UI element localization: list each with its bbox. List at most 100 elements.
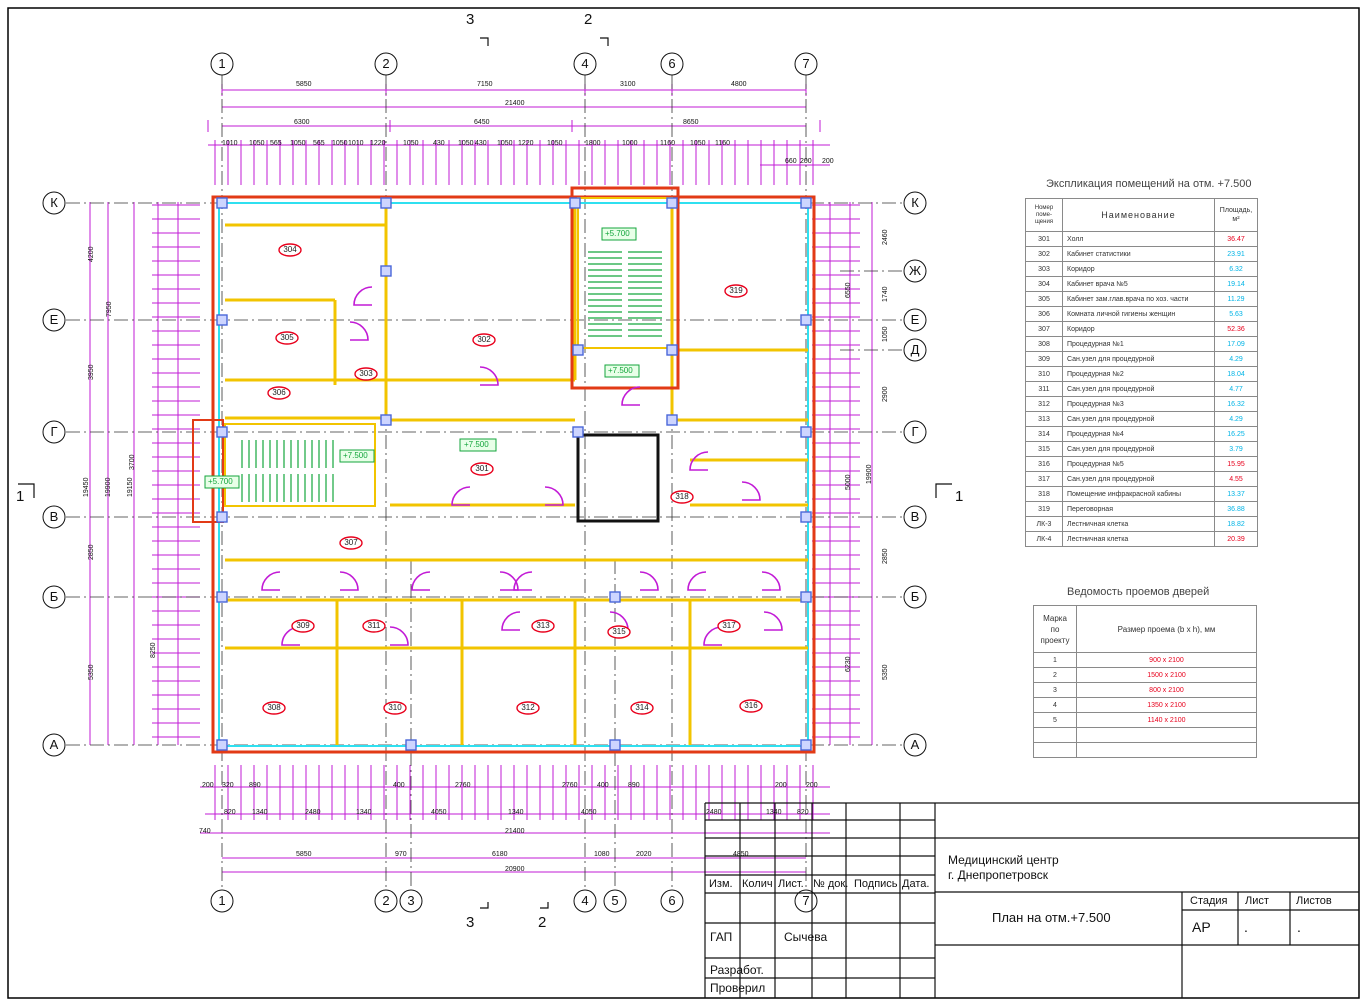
explication-name: Сан.узел для процедурной	[1062, 411, 1215, 427]
explication-no: 311	[1025, 381, 1063, 397]
dim-bottom-row2-8: 1340	[766, 809, 782, 816]
door-swing-5	[639, 571, 659, 591]
room-number-308: 308	[267, 703, 281, 712]
explication-col-name: Наименование	[1062, 198, 1215, 232]
room-mark-308	[262, 701, 286, 715]
dim-top-row3-19: 1160	[715, 140, 731, 147]
explication-area: 16.25	[1214, 426, 1258, 442]
explication-area: 6.32	[1214, 261, 1258, 277]
dimension-ticks	[152, 140, 860, 820]
explication-name: Комната личной гигиены женщин	[1062, 306, 1215, 322]
dim-top-6450: 6450	[474, 119, 490, 126]
door-size: 1350 x 2100	[1076, 697, 1257, 713]
dim-top-4800: 4800	[731, 81, 747, 88]
explication-no: 319	[1025, 501, 1063, 517]
column-5	[216, 314, 228, 326]
dim-top-row3-15: 1800	[585, 140, 601, 147]
room-number-318: 318	[675, 492, 689, 501]
explication-name: Сан.узел для процедурной	[1062, 471, 1215, 487]
explication-name: Кабинет врача №5	[1062, 276, 1215, 292]
dim-bottom-row2-9: 820	[797, 809, 809, 816]
column-0	[216, 197, 228, 209]
door-swing-7	[761, 571, 781, 591]
explication-area: 4.77	[1214, 381, 1258, 397]
explication-col-no: Номер поме-щения	[1025, 198, 1063, 232]
dim-top-200a: 200	[800, 158, 812, 165]
explication-name: Кабинет статистики	[1062, 246, 1215, 262]
level-mark-2: +7.500	[608, 366, 633, 375]
explication-name: Сан.узел для процедурной	[1062, 351, 1215, 367]
section-mark-2-bottom: 2	[538, 914, 547, 931]
dim-left-2: 2850	[88, 544, 95, 560]
column-17	[800, 591, 812, 603]
level-mark-5: +5.700	[208, 477, 233, 486]
room-mark-319	[724, 284, 748, 298]
axis-right-Д-bubble	[903, 338, 927, 362]
door-swing-10	[479, 366, 499, 386]
dim-left-1: 3950	[88, 364, 95, 380]
explication-area: 52.36	[1214, 321, 1258, 337]
tb-header-stadia: Стадия	[1190, 895, 1228, 907]
door-size: 1500 x 2100	[1076, 667, 1257, 683]
explication-area: 5.63	[1214, 306, 1258, 322]
room-number-309: 309	[296, 621, 310, 630]
dim-right-6: 6550	[845, 282, 852, 298]
axis-right-Е-bubble	[903, 308, 927, 332]
column-20	[609, 739, 621, 751]
dim-bottom-row2-7: 2480	[706, 809, 722, 816]
axis-bottom-7: 7	[802, 893, 810, 908]
room-mark-302	[472, 333, 496, 347]
explication-no: 301	[1025, 231, 1063, 247]
dim-left-4: 7950	[106, 301, 113, 317]
doors-table: Марка по проекту Размер проема (b x h), …	[1033, 605, 1257, 758]
level-mark-4: +7.500	[343, 451, 368, 460]
dim-bottom-row2-5: 1340	[508, 809, 524, 816]
explication-no: 303	[1025, 261, 1063, 277]
explication-area: 18.04	[1214, 366, 1258, 382]
axis-top-1: 1	[218, 56, 226, 71]
stair-core-lk4	[570, 186, 680, 390]
dim-bottom-row1-8: 200	[775, 782, 787, 789]
axis-top-4-bubble	[573, 52, 597, 76]
doors-col-size: Размер проема (b x h), мм	[1076, 605, 1257, 653]
tb-stadia-value: АР	[1192, 919, 1211, 935]
dim-top-row3-4: 565	[313, 140, 325, 147]
axis-bottom-4-bubble	[573, 889, 597, 913]
axis-right-Ж: Ж	[908, 263, 921, 278]
explication-col-area: Площадь, м²	[1214, 198, 1258, 232]
explication-no: 306	[1025, 306, 1063, 322]
axis-left-В-bubble	[42, 505, 66, 529]
doors-row-empty	[1033, 727, 1257, 743]
door-mark: 5	[1033, 712, 1077, 728]
dim-top-row3-6: 1010	[348, 140, 364, 147]
room-mark-314	[630, 701, 654, 715]
explication-table: Номер поме-щения Наименование Площадь, м…	[1025, 198, 1258, 547]
tb-header-izm: Изм.	[709, 878, 733, 890]
explication-no: 312	[1025, 396, 1063, 412]
tb-header-ndok: № док.	[813, 878, 849, 890]
axis-left-В: В	[49, 509, 59, 524]
column-8	[216, 426, 228, 438]
room-mark-311	[362, 619, 386, 633]
sheet-frame	[7, 7, 1360, 999]
door-swing-12	[689, 451, 709, 471]
dim-right-5: 5350	[882, 664, 889, 680]
door-swing-11	[621, 386, 641, 406]
dim-left-6: 8250	[150, 642, 157, 658]
column-11	[666, 344, 678, 356]
room-mark-301	[470, 462, 494, 476]
axis-right-Е: Е	[910, 312, 920, 327]
tb-sheets-value: .	[1297, 919, 1301, 935]
axis-right-К-bubble	[903, 191, 927, 215]
column-6	[380, 265, 392, 277]
dim-right-9: 19900	[866, 464, 873, 484]
explication-no: 304	[1025, 276, 1063, 292]
dim-bottom-row1-5: 2760	[562, 782, 578, 789]
